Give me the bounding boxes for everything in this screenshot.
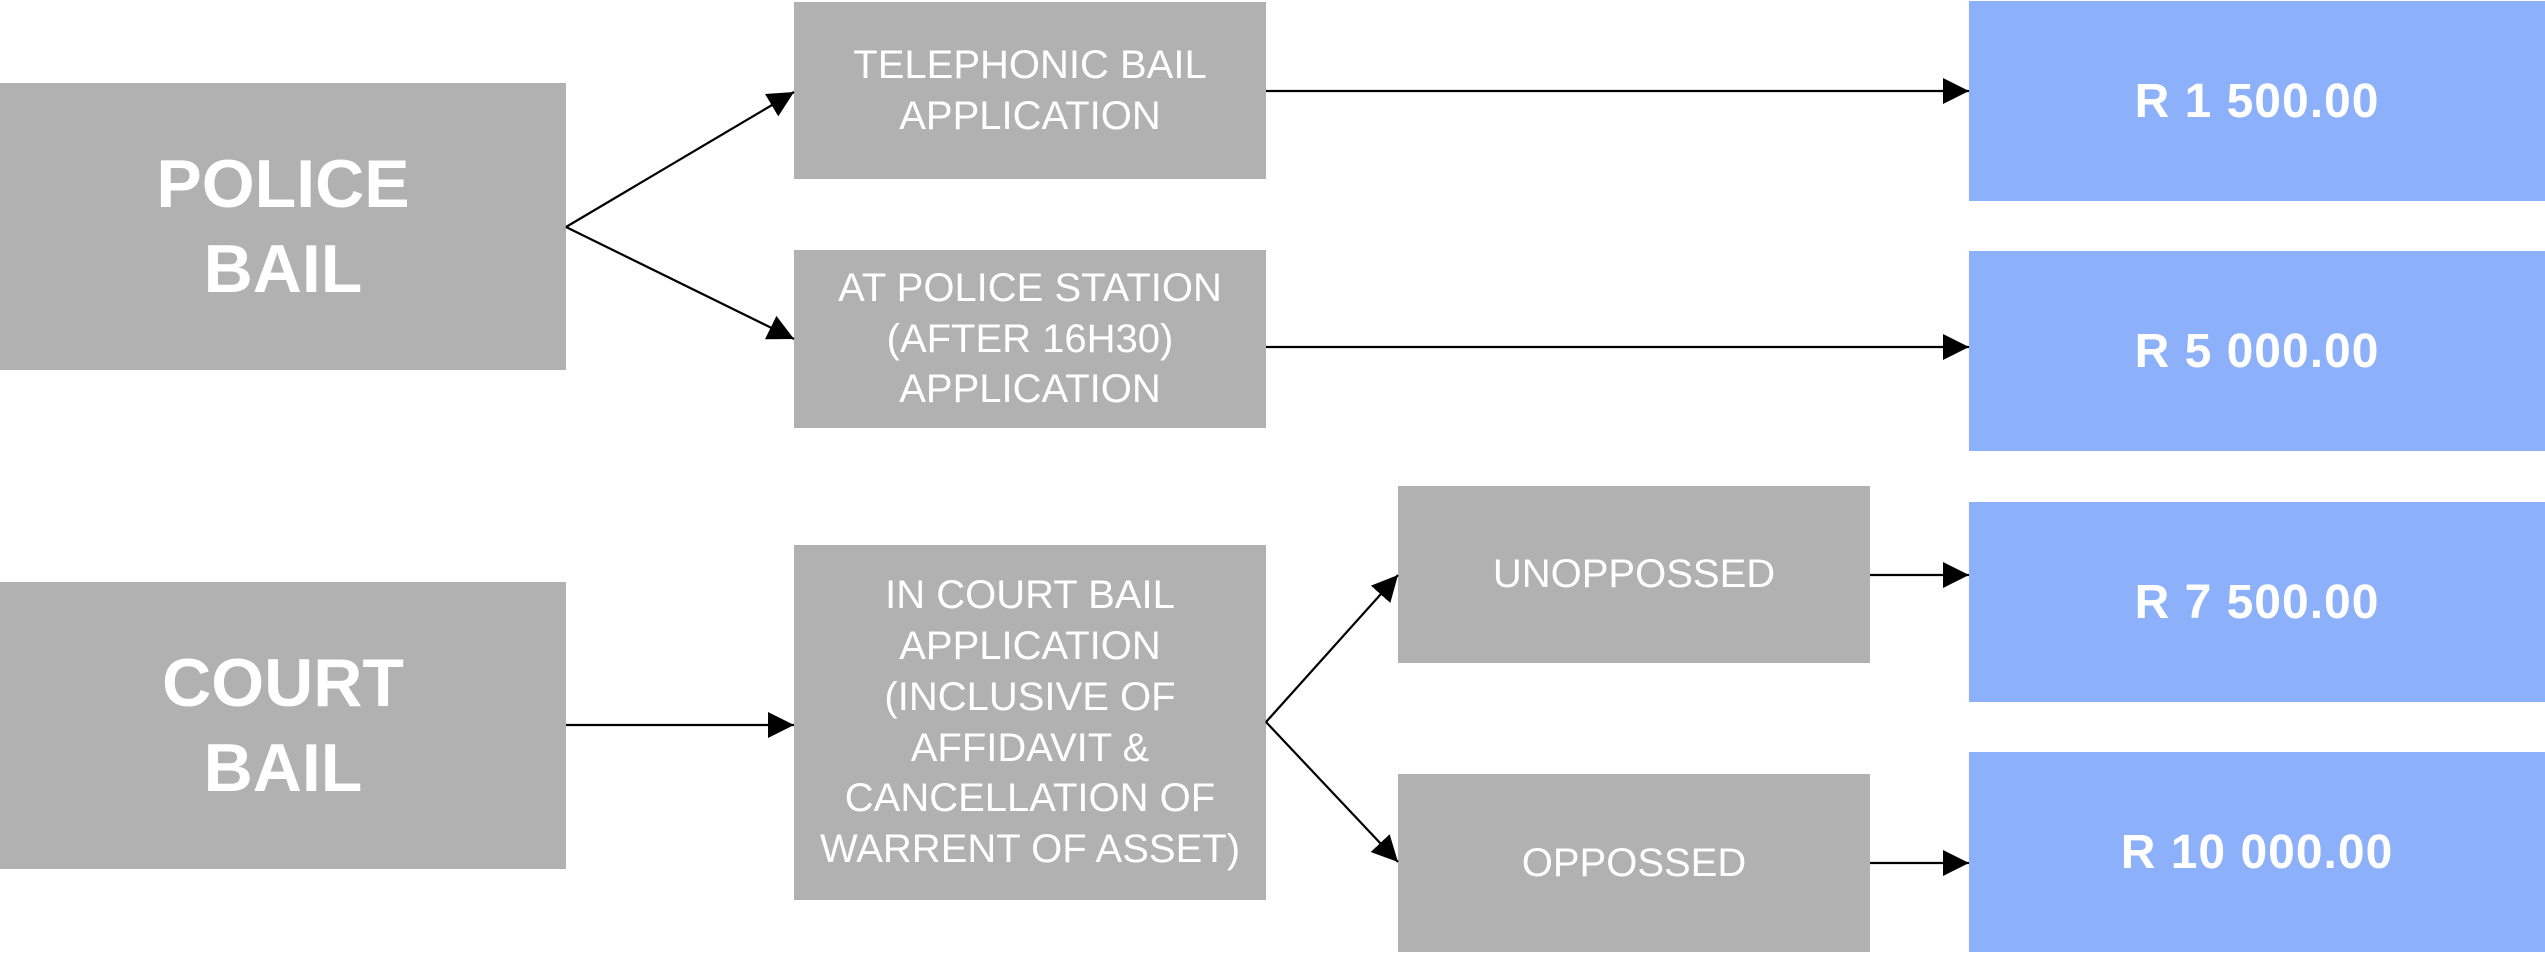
police-bail-box: POLICE BAIL bbox=[0, 83, 566, 370]
arrow-in-court-to-unopposed bbox=[1265, 574, 1399, 723]
court-bail-box: COURT BAIL bbox=[0, 582, 566, 869]
arrow-in-court-to-opposed bbox=[1265, 721, 1399, 863]
fee-opposed-value: R 10 000.00 bbox=[2120, 825, 2394, 879]
arrow-police-to-telephonic bbox=[565, 91, 795, 228]
police-station-box: AT POLICE STATION (AFTER 16H30) APPLICAT… bbox=[794, 250, 1266, 428]
fee-station-box: R 5 000.00 bbox=[1969, 251, 2545, 451]
in-court-bail-box: IN COURT BAIL APPLICATION (INCLUSIVE OF … bbox=[794, 545, 1266, 900]
fee-unopposed-box: R 7 500.00 bbox=[1969, 502, 2545, 702]
arrow-police-to-station bbox=[565, 226, 795, 340]
telephonic-bail-box: TELEPHONIC BAIL APPLICATION bbox=[794, 2, 1266, 179]
unopposed-box: UNOPPOSSED bbox=[1398, 486, 1870, 663]
in-court-bail-label: IN COURT BAIL APPLICATION (INCLUSIVE OF … bbox=[819, 573, 1241, 872]
opposed-label: OPPOSSED bbox=[1521, 840, 1747, 885]
fee-telephonic-box: R 1 500.00 bbox=[1969, 1, 2545, 201]
police-bail-label: POLICE BAIL bbox=[156, 145, 410, 307]
fee-unopposed-value: R 7 500.00 bbox=[2134, 575, 2380, 629]
opposed-box: OPPOSSED bbox=[1398, 774, 1870, 952]
unopposed-label: UNOPPOSSED bbox=[1492, 552, 1776, 597]
court-bail-label: COURT BAIL bbox=[162, 644, 404, 806]
fee-opposed-box: R 10 000.00 bbox=[1969, 752, 2545, 952]
telephonic-bail-label: TELEPHONIC BAIL APPLICATION bbox=[853, 42, 1207, 138]
police-station-label: AT POLICE STATION (AFTER 16H30) APPLICAT… bbox=[838, 265, 1222, 412]
fee-telephonic-value: R 1 500.00 bbox=[2134, 74, 2380, 128]
fee-station-value: R 5 000.00 bbox=[2134, 324, 2380, 378]
